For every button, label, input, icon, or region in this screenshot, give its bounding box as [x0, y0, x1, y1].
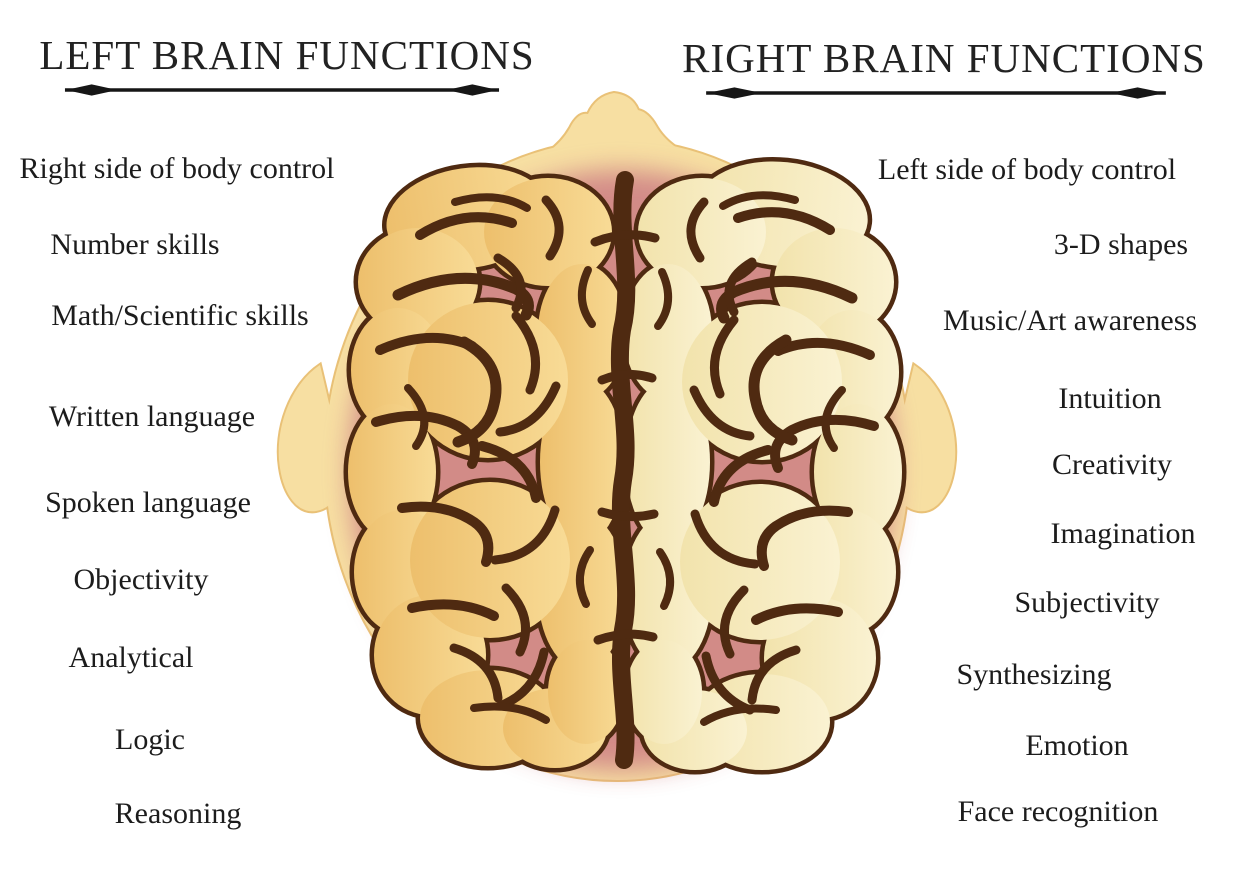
right-title-underline — [706, 87, 1166, 99]
left-function-label: Spoken language — [45, 486, 251, 519]
right-hemisphere-sulci — [654, 191, 879, 726]
left-function-label: Right side of body control — [19, 152, 335, 185]
underline-diamond-left — [65, 84, 118, 96]
right-function-label: Emotion — [1025, 729, 1129, 762]
right-function-label: Intuition — [1058, 382, 1162, 415]
right-function-label: Synthesizing — [956, 658, 1112, 691]
right-function-label: Subjectivity — [1014, 586, 1160, 619]
right-function-label: Music/Art awareness — [942, 304, 1198, 337]
longitudinal-fissure — [590, 171, 660, 769]
left-brain-title: LEFT BRAIN FUNCTIONS — [39, 32, 535, 78]
right-function-label: Imagination — [1050, 517, 1196, 550]
left-function-label: Objectivity — [73, 563, 209, 596]
right-function-label: Face recognition — [957, 795, 1159, 828]
left-hemisphere-sulci — [371, 193, 596, 724]
right-brain-title: RIGHT BRAIN FUNCTIONS — [682, 35, 1206, 81]
left-function-label: Number skills — [50, 228, 220, 261]
underline-diamond-right — [1110, 87, 1165, 99]
right-function-label: 3-D shapes — [1053, 228, 1189, 261]
left-function-label: Math/Scientific skills — [51, 299, 309, 332]
left-function-label: Analytical — [68, 641, 194, 674]
brain-illustration — [276, 91, 958, 782]
left-function-label: Written language — [48, 400, 256, 433]
right-function-label: Creativity — [1052, 448, 1172, 481]
left-function-label: Logic — [115, 723, 185, 756]
right-function-label: Left side of body control — [877, 153, 1177, 186]
left-function-label: Reasoning — [114, 797, 242, 830]
left-title-underline — [64, 84, 500, 96]
